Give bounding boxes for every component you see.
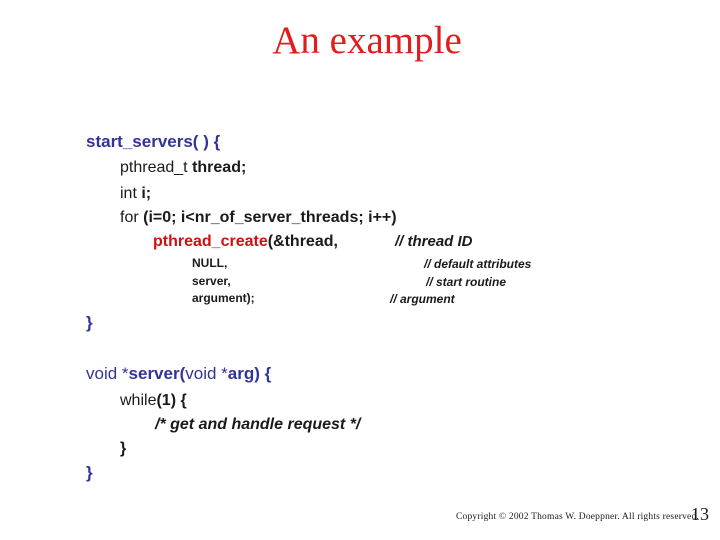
code-line: // start routine xyxy=(426,275,507,289)
footer-copyright: Copyright © 2002 Thomas W. Doeppner. All… xyxy=(456,512,699,522)
code-segment: /* get and handle request */ xyxy=(155,416,361,433)
code-segment: server, xyxy=(192,274,231,288)
code-segment: thread; xyxy=(192,159,247,176)
code-segment: for xyxy=(120,209,144,226)
code-segment: server( xyxy=(128,364,186,383)
code-segment: } xyxy=(86,313,93,332)
code-segment: void * xyxy=(185,364,228,383)
code-segment: while xyxy=(120,392,157,409)
slide-title: An example xyxy=(272,19,462,62)
code-line: int i; xyxy=(120,185,151,203)
code-segment: (&thread, xyxy=(267,233,338,250)
code-line: argument); xyxy=(192,291,255,305)
page-number: 13 xyxy=(691,504,709,524)
code-line: } xyxy=(86,313,93,333)
code-segment: int xyxy=(120,185,142,202)
code-line: pthread_create(&thread, xyxy=(153,233,338,251)
code-segment: argument); xyxy=(192,291,255,305)
code-line: server, xyxy=(192,274,231,288)
code-segment: arg) { xyxy=(227,364,272,383)
code-segment: i; xyxy=(141,185,152,202)
code-line: } xyxy=(86,463,93,483)
code-segment: // start routine xyxy=(426,275,507,289)
code-line: while(1) { xyxy=(120,392,187,410)
code-line: pthread_t thread; xyxy=(120,159,246,177)
code-segment: (i=0; i<nr_of_server_threads; i++) xyxy=(143,209,397,226)
code-line: void *server(void *arg) { xyxy=(86,364,272,384)
code-segment: void * xyxy=(86,364,129,383)
code-segment: // argument xyxy=(390,292,455,306)
code-line: for (i=0; i<nr_of_server_threads; i++) xyxy=(120,209,397,227)
code-segment: (1) { xyxy=(156,392,187,409)
code-segment: start_servers( ) { xyxy=(86,132,221,151)
code-segment: // default attributes xyxy=(424,257,532,271)
code-segment: pthread_t xyxy=(120,159,193,176)
code-segment: // thread ID xyxy=(395,233,473,250)
code-line: start_servers( ) { xyxy=(86,132,221,152)
code-line: // argument xyxy=(390,292,455,306)
code-line: // default attributes xyxy=(424,257,532,271)
code-line: /* get and handle request */ xyxy=(155,416,360,434)
code-segment: pthread_create xyxy=(153,233,268,250)
code-line: // thread ID xyxy=(395,233,473,251)
code-segment: NULL, xyxy=(192,256,228,270)
code-segment: } xyxy=(86,463,93,482)
code-line: NULL, xyxy=(192,256,228,270)
code-line: } xyxy=(120,440,126,458)
code-segment: } xyxy=(120,440,127,457)
